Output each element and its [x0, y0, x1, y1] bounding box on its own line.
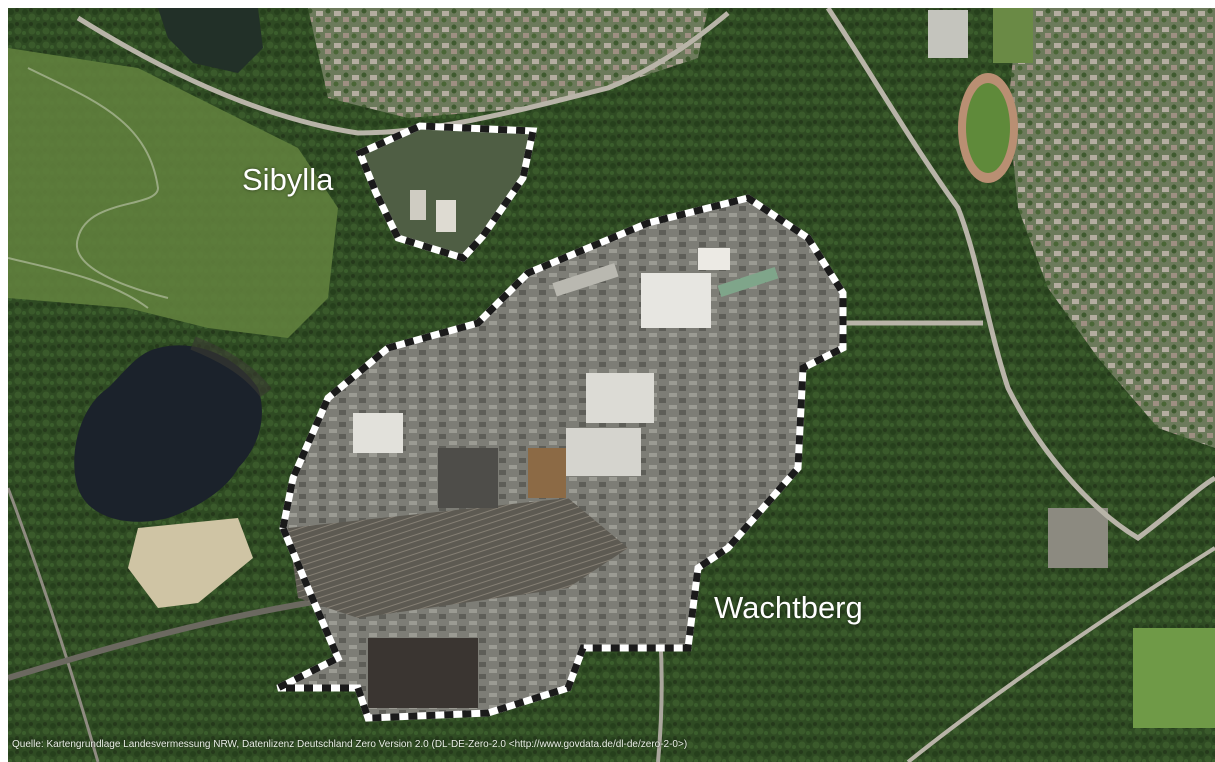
long-shed-2 — [717, 267, 779, 297]
lake-shore — [190, 336, 272, 398]
long-shed-1 — [552, 263, 619, 297]
sibylla-building-1 — [436, 200, 456, 232]
rail-corridor-west — [8, 595, 339, 681]
aerial-imagery — [8, 8, 1215, 762]
wachtberg-boundary — [276, 194, 847, 722]
factory-hall-1 — [641, 273, 711, 328]
meadow-southeast — [1133, 628, 1215, 728]
pond-north — [158, 8, 263, 73]
rust-building — [528, 448, 566, 498]
sibylla-label: Sibylla — [242, 162, 334, 197]
sibylla-building-2 — [410, 190, 426, 220]
source-credit: Quelle: Kartengrundlage Landesvermessung… — [12, 739, 688, 750]
wachtberg-label: Wachtberg — [714, 590, 863, 625]
sand-area-west — [128, 518, 253, 608]
road-east — [825, 8, 1215, 542]
sports-field-north — [993, 8, 1033, 63]
parking-buildings — [928, 10, 968, 58]
building-east — [1048, 508, 1108, 568]
road-southeast — [906, 546, 1215, 762]
sports-field — [966, 83, 1010, 173]
dark-plant — [438, 448, 498, 508]
aerial-map: Sibylla Wachtberg Quelle: Kartengrundlag… — [8, 8, 1215, 762]
factory-hall-4 — [566, 428, 641, 476]
rail-yard — [288, 498, 628, 618]
residential-north — [308, 8, 708, 118]
factory-hall-3 — [353, 413, 403, 453]
coal-storage — [368, 638, 478, 708]
road-southwest — [8, 487, 100, 762]
lake — [74, 345, 262, 522]
factory-hall-5 — [698, 248, 730, 270]
meadow-trails — [8, 67, 169, 309]
sibylla-boundary — [355, 122, 538, 262]
residential-east — [1008, 8, 1215, 448]
factory-hall-2 — [586, 373, 654, 423]
site-boundaries — [276, 122, 847, 722]
